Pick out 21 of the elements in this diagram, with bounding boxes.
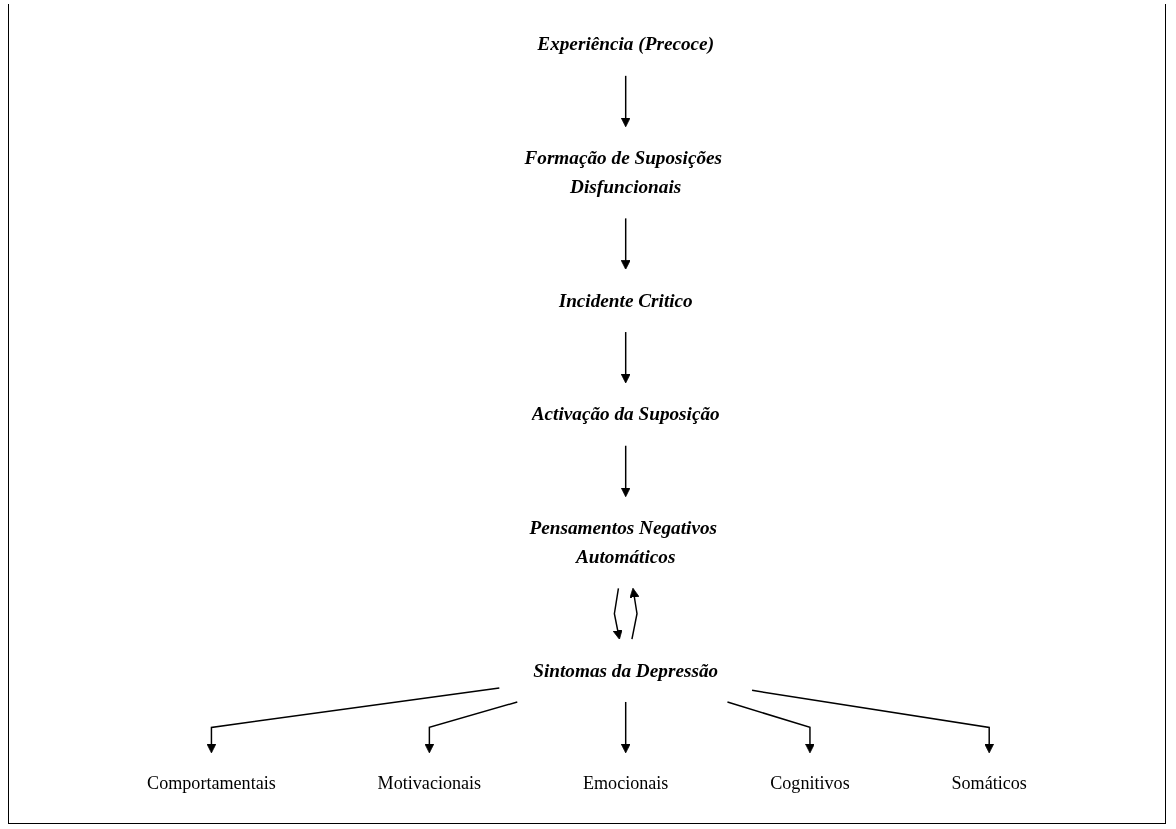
arrow (612, 587, 623, 640)
arrow (206, 687, 501, 754)
node-text: Somáticos (951, 773, 1027, 793)
node-text: Motivacionais (377, 773, 482, 793)
arrow (620, 217, 631, 270)
node-text: Pensamentos Negativos Automáticos (529, 517, 718, 568)
node-text: Cognitivos (770, 773, 850, 793)
arrow (629, 587, 640, 640)
arrow (620, 331, 631, 384)
arrow (726, 701, 815, 754)
node-text: Comportamentais (147, 773, 276, 793)
node-text: Experiência (Precoce) (537, 33, 715, 55)
arrow (424, 701, 518, 754)
arrow (620, 75, 631, 128)
arrow (620, 445, 631, 498)
node-text: Sintomas da Depressão (533, 659, 719, 682)
node-text: Formação de Suposições Disfuncionais (524, 147, 723, 198)
arrow (751, 689, 995, 754)
arrow (620, 701, 631, 754)
node-text: Incidente Critico (558, 289, 693, 312)
node-text: Emocionais (582, 773, 669, 793)
